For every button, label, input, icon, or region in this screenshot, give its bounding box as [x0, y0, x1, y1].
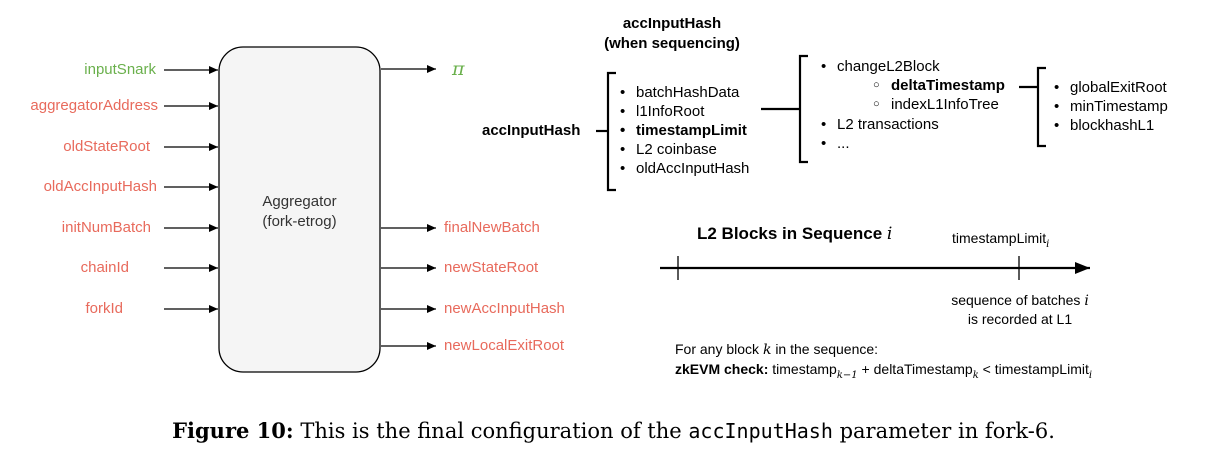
proof-output-label: π: [452, 58, 465, 80]
acc-level3-list: globalExitRoot minTimestamp blockhashL1: [1052, 78, 1168, 135]
input-label: forkId: [85, 300, 123, 317]
check-line2: zkEVM check: timestampk−1 + deltaTimesta…: [675, 361, 1093, 381]
output-label: newLocalExitRoot: [444, 337, 565, 354]
acc-header-line1: accInputHash: [622, 15, 722, 32]
output-label: newAccInputHash: [444, 300, 565, 317]
list-item: l1InfoRoot: [618, 102, 749, 121]
list-item: oldAccInputHash: [618, 159, 749, 178]
list-item: globalExitRoot: [1052, 78, 1168, 97]
input-label: chainId: [80, 259, 129, 276]
aggregator-subtitle: (fork-etrog): [262, 213, 337, 230]
list-item: blockhashL1: [1052, 116, 1168, 135]
list-item: L2 coinbase: [618, 140, 749, 159]
timeline-bottom-line2: is recorded at L1: [967, 311, 1073, 327]
input-label: oldAccInputHash: [43, 178, 157, 195]
timeline-title: L2 Blocks in Sequence i: [697, 224, 893, 244]
bracket-level3: [1019, 66, 1046, 148]
timeline-bottom-line1: sequence of batches i: [951, 292, 1089, 309]
acc-level2-list-bottom: L2 transactions ...: [819, 115, 939, 153]
input-label: initNumBatch: [61, 219, 151, 236]
bracket-level2: [761, 54, 808, 164]
check-line1: For any block k in the sequence:: [675, 341, 879, 358]
figure-caption: Figure 10: This is the final configurati…: [172, 418, 1055, 443]
aggregator-title: Aggregator: [262, 193, 337, 210]
list-item: changeL2Block: [819, 57, 940, 76]
input-label: aggregatorAddress: [30, 97, 158, 114]
list-item: timestampLimit: [618, 121, 749, 140]
list-item: L2 transactions: [819, 115, 939, 134]
output-label: finalNewBatch: [444, 219, 540, 236]
aggregator-box: [218, 46, 381, 373]
list-item: ...: [819, 134, 939, 153]
acc-root-label: accInputHash: [482, 122, 581, 139]
list-item: deltaTimestamp: [873, 76, 1005, 95]
list-item: minTimestamp: [1052, 97, 1168, 116]
list-item: indexL1InfoTree: [873, 95, 1005, 114]
list-item: batchHashData: [618, 83, 749, 102]
input-label: inputSnark: [84, 61, 156, 78]
acc-header-line2: (when sequencing): [604, 35, 740, 52]
timeline-limit-label: timestampLimiti: [952, 230, 1050, 250]
input-label: oldStateRoot: [63, 138, 150, 155]
output-label: newStateRoot: [444, 259, 539, 276]
bracket-level1: [596, 71, 616, 192]
acc-level2-sublist: deltaTimestamp indexL1InfoTree: [873, 76, 1005, 114]
acc-level2-list-top: changeL2Block: [819, 57, 940, 76]
acc-level1-list: batchHashData l1InfoRoot timestampLimit …: [618, 83, 749, 178]
